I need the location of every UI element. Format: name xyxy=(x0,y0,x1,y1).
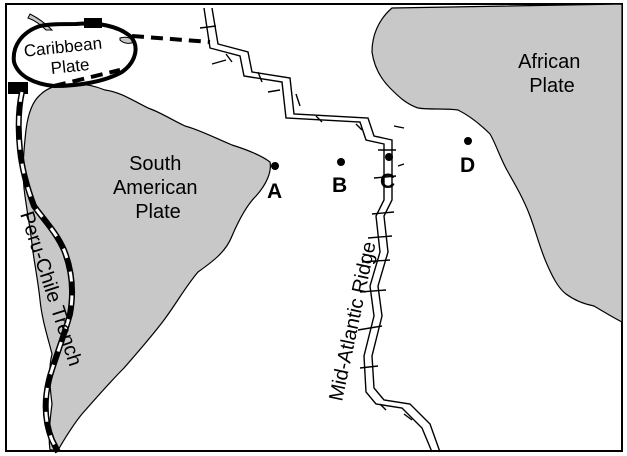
point-a-label: A xyxy=(267,180,282,203)
caribbean-boundary-marker xyxy=(84,18,102,28)
point-b: B xyxy=(332,158,347,197)
south-american-plate-label: South American Plate xyxy=(113,153,203,223)
point-c-label: C xyxy=(380,170,395,193)
south-america-landmass xyxy=(22,83,271,451)
point-a: A xyxy=(267,162,282,203)
mid-atlantic-ridge xyxy=(199,7,441,453)
point-d-dot xyxy=(464,137,472,145)
point-b-dot xyxy=(337,158,345,166)
point-d-label: D xyxy=(460,154,475,177)
caribbean-boundary-east-dashed xyxy=(131,34,211,44)
africa-landmass xyxy=(371,3,623,323)
african-plate-label: African Plate xyxy=(518,51,586,97)
caribbean-boundary-marker-west xyxy=(8,82,28,94)
point-b-label: B xyxy=(332,174,347,197)
point-d: D xyxy=(460,137,475,177)
point-c: C xyxy=(380,153,395,193)
caribbean-boundary-south-dashed xyxy=(53,68,121,88)
point-a-dot xyxy=(271,162,279,170)
point-c-dot xyxy=(385,153,393,161)
peru-chile-trench-dashes xyxy=(17,91,74,453)
